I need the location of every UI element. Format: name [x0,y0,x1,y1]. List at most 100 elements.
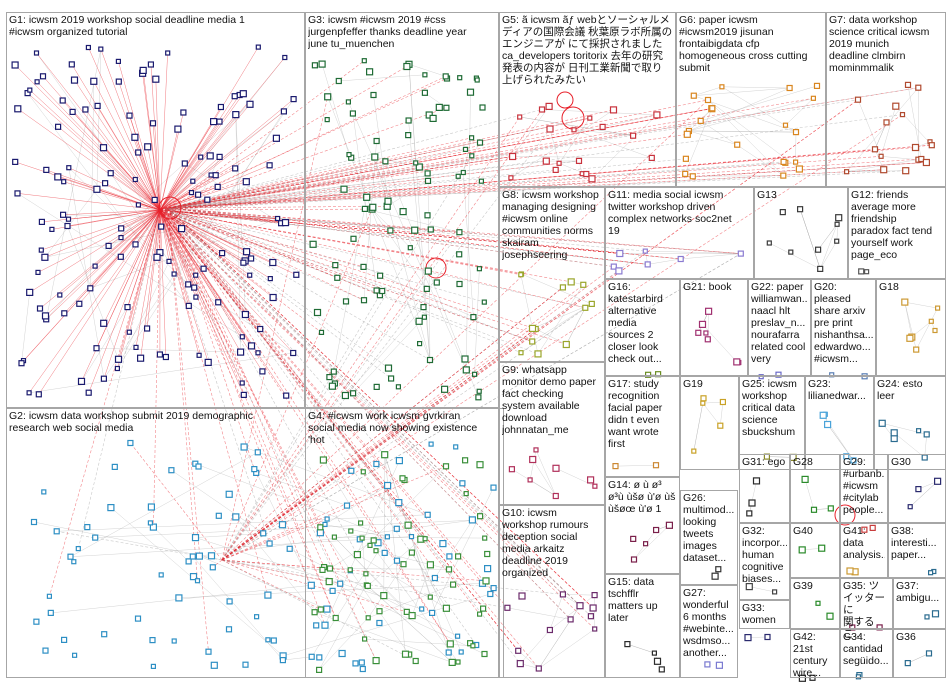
node-g2 [47,609,54,617]
node-g1 [77,377,86,385]
edge-intra [33,521,341,584]
node-g2 [194,578,201,584]
node-g1 [114,365,121,372]
node-g7 [899,111,906,118]
node-g3 [457,75,463,81]
node-g10 [576,602,584,610]
node-g5 [588,175,596,183]
edge-inter [167,114,657,209]
group-box-g32: G32: incorpor... human cognitive biases.… [739,523,790,600]
node-g2 [270,637,277,644]
edge-inter [159,209,533,342]
node-g3 [421,89,428,96]
group-label-g31: G31: ego [742,456,786,468]
node-g2 [395,499,403,507]
node-g4 [422,536,428,542]
node-g1 [248,255,255,262]
node-g1 [247,272,253,278]
node-g14 [630,556,638,563]
node-g26 [711,572,719,580]
node-g2 [107,504,115,512]
node-g2 [189,553,196,560]
edge-intra [846,87,919,172]
group-label-g21: G21: book [683,281,732,293]
node-g1 [35,391,42,398]
node-g9 [552,492,559,500]
node-g3 [411,226,419,234]
node-g33 [744,633,752,642]
edge-inter [167,205,388,209]
node-g4 [380,591,388,600]
edge-inter [167,207,255,470]
node-g2 [168,467,175,474]
node-g4 [426,561,434,569]
group-label-g40: G40 [793,525,813,537]
edge-intra [804,479,815,510]
edge-inter [159,144,932,211]
node-g2 [225,626,233,633]
node-g2 [487,590,494,598]
edge-intra [799,209,821,269]
group-box-g13: G13 [754,187,848,279]
node-g2 [84,523,91,531]
node-g2 [376,619,383,627]
edge-intra [27,92,189,307]
node-g2 [279,656,286,664]
edge-hub [29,89,161,211]
node-g3 [318,60,326,68]
group-label-g6: G6: paper icwsm #icwsm2019 jisunan front… [679,14,808,74]
edge-inter [159,209,521,275]
edge-inter [159,209,270,544]
node-g18 [928,318,934,324]
group-label-g19: G19 [683,378,703,390]
node-g3 [420,304,427,311]
node-g7 [883,119,890,126]
node-g4 [446,640,454,648]
edge-hub [46,169,161,211]
self-loop [834,504,856,526]
node-g36 [904,659,911,667]
node-g8 [588,300,595,307]
edge-inter [221,109,543,561]
node-g5 [542,157,550,165]
node-g6 [709,105,716,112]
node-g2 [359,665,366,673]
node-g2 [185,558,192,565]
edge-hub [85,109,161,211]
node-g5 [583,170,590,178]
node-g8 [562,340,570,349]
node-g1 [92,263,98,269]
edge-hub [14,64,161,211]
node-g21 [703,330,709,336]
node-g5 [629,132,637,139]
edge-inter [167,207,392,379]
edge-intra [904,301,938,309]
group-label-g30: G30 [891,456,911,468]
node-g3 [346,152,352,158]
node-g3 [478,178,484,184]
node-g4 [480,605,487,612]
node-g1 [200,265,207,272]
node-g3 [429,114,437,123]
edge-inter [221,287,564,561]
node-g3 [370,91,377,99]
edge-intra [702,401,723,404]
node-g3 [426,356,434,364]
node-g1 [246,100,254,108]
edge-hub [159,52,168,211]
edge-inter [159,209,741,254]
edge-hub [57,126,161,211]
edge-inter [159,97,814,211]
edge-intra [633,525,670,560]
node-g10 [535,665,542,672]
node-g16 [644,371,652,378]
edge-intra [363,140,377,301]
group-box-g10: G10: icwsm workshop rumours deception so… [499,505,605,678]
node-g2 [254,449,261,456]
edge-inter [221,559,341,585]
node-g2 [147,520,153,526]
edge-intra [535,328,567,345]
node-g6 [780,172,787,179]
group-box-g9: G9: whatsapp monitor demo paper fact che… [499,362,605,505]
